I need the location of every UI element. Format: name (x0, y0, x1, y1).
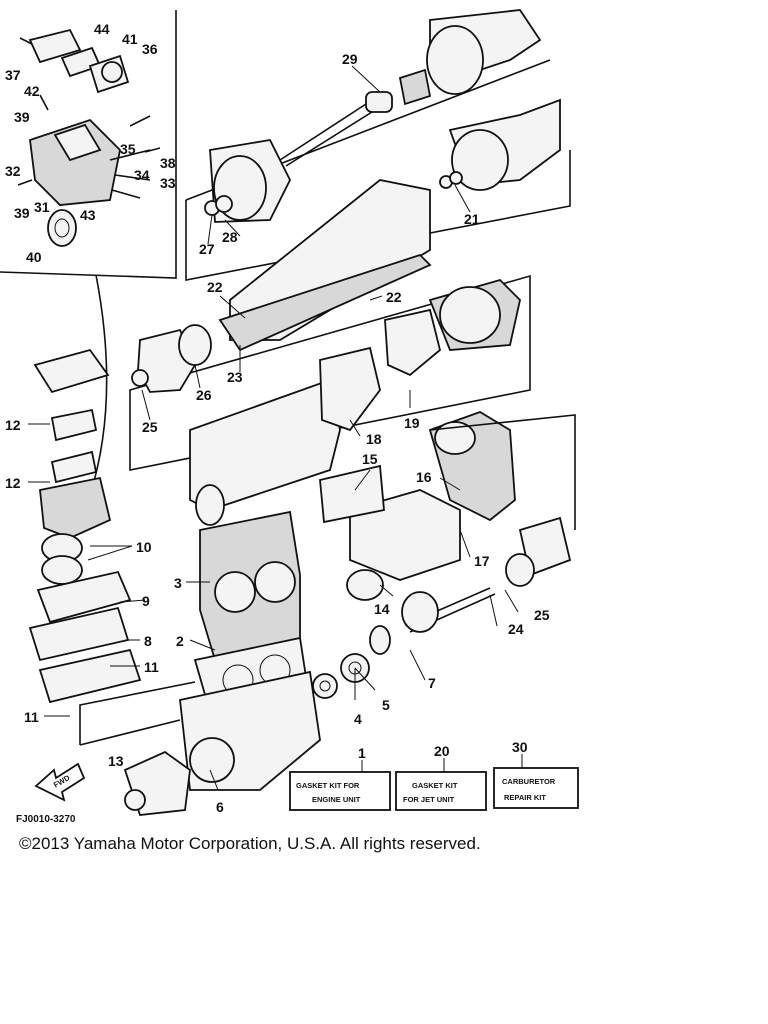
callout-28: 28 (222, 229, 238, 245)
callout-13: 13 (108, 753, 124, 769)
callout-20: 20 (434, 743, 450, 759)
callout-40: 40 (26, 249, 42, 265)
kit-carb-line1: CARBURETOR (502, 777, 556, 786)
callout-1: 1 (358, 745, 366, 761)
callout-39a: 39 (14, 109, 30, 125)
callout-30: 30 (512, 739, 528, 755)
callout-39b: 39 (14, 205, 30, 221)
callout-2: 2 (176, 633, 184, 649)
callout-17: 17 (474, 553, 490, 569)
callout-labels: 1 2 3 4 5 6 7 8 9 10 11 11 12 12 13 14 1… (5, 21, 550, 815)
callout-43: 43 (80, 207, 96, 223)
kit-engine-line2: ENGINE UNIT (312, 795, 361, 804)
kit-box-jet: GASKET KIT FOR JET UNIT (395, 771, 487, 811)
callout-29: 29 (342, 51, 358, 67)
figure-code: FJ0010-3270 (16, 814, 76, 825)
fwd-arrow: FWD (34, 762, 86, 802)
carburetor-inset (0, 10, 177, 279)
callout-44: 44 (94, 21, 110, 37)
callout-16: 16 (416, 469, 432, 485)
callout-41: 41 (122, 31, 138, 47)
callout-25a: 25 (142, 419, 158, 435)
callout-7: 7 (428, 675, 436, 691)
kit-jet-line1: GASKET KIT (412, 781, 458, 790)
callout-8: 8 (144, 633, 152, 649)
callout-38: 38 (160, 155, 176, 171)
kit-jet-line2: FOR JET UNIT (403, 795, 455, 804)
callout-4: 4 (354, 711, 362, 727)
callout-3: 3 (174, 575, 182, 591)
callout-12a: 12 (5, 417, 21, 433)
callout-6: 6 (216, 799, 224, 815)
callout-24: 24 (508, 621, 524, 637)
kit-carb-line2: REPAIR KIT (504, 793, 546, 802)
engine-group (28, 274, 576, 816)
callout-10: 10 (136, 539, 152, 555)
callout-23: 23 (227, 369, 243, 385)
callout-18: 18 (366, 431, 382, 447)
callout-35: 35 (120, 141, 136, 157)
callout-15: 15 (362, 451, 378, 467)
callout-9: 9 (142, 593, 150, 609)
callout-22a: 22 (207, 279, 223, 295)
kit-engine-line1: GASKET KIT FOR (296, 781, 360, 790)
kit-box-carburetor: CARBURETOR REPAIR KIT (493, 767, 579, 809)
callout-32: 32 (5, 163, 21, 179)
jet-unit-group (185, 9, 571, 352)
callout-22b: 22 (386, 289, 402, 305)
callout-31: 31 (34, 199, 50, 215)
callout-37: 37 (5, 67, 21, 83)
callout-25b: 25 (534, 607, 550, 623)
callout-21: 21 (464, 211, 480, 227)
callout-12b: 12 (5, 475, 21, 491)
callout-19: 19 (404, 415, 420, 431)
callout-34: 34 (134, 167, 150, 183)
callout-33: 33 (160, 175, 176, 191)
callout-26: 26 (196, 387, 212, 403)
exploded-parts-diagram: 1 2 3 4 5 6 7 8 9 10 11 11 12 12 13 14 1… (0, 9, 579, 825)
pump-bracket-group (129, 274, 531, 526)
callout-11a: 11 (144, 659, 159, 675)
callout-42: 42 (24, 83, 40, 99)
kit-box-engine: GASKET KIT FOR ENGINE UNIT (289, 771, 391, 811)
callout-11b: 11 (24, 709, 39, 725)
callout-14: 14 (374, 601, 390, 617)
callout-5: 5 (382, 697, 390, 713)
callout-27: 27 (199, 241, 215, 257)
kit-boxes: GASKET KIT FOR ENGINE UNIT GASKET KIT FO… (289, 754, 579, 811)
leader-lines (28, 65, 519, 791)
callout-36: 36 (142, 41, 158, 57)
copyright-notice: ©2013 Yamaha Motor Corporation, U.S.A. A… (19, 834, 481, 853)
